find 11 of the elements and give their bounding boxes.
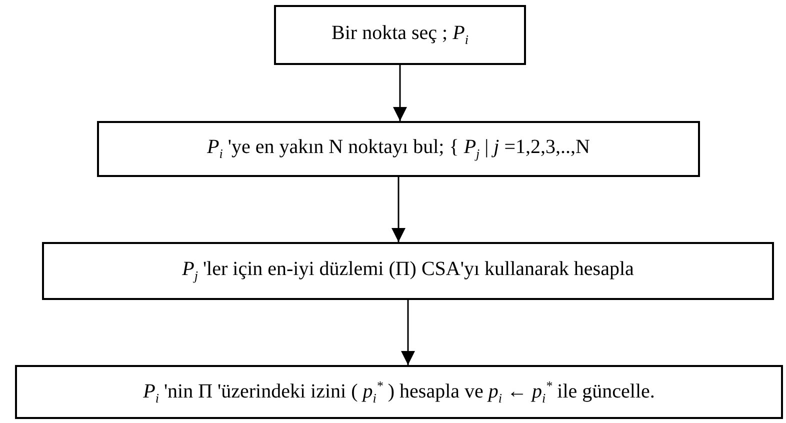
arrow	[392, 177, 406, 242]
process-box	[97, 121, 700, 177]
step-text: Bir nokta seç ; P$_{i}$	[332, 22, 468, 48]
arrow	[401, 300, 415, 365]
process-box	[274, 5, 526, 65]
arrow	[393, 65, 407, 121]
process-box	[42, 242, 774, 300]
step-text: P$_{j}$ 'ler için en-iyi düzlemi (Π) CSA'yı kullanarak hesapla	[182, 258, 634, 284]
step-text: P$_{i}$ 'ye en yakın N noktayı bul; { P$_{j}$ | j =1,2,3,..,N	[207, 136, 590, 162]
step-text: P$_{i}$ 'nin Π 'üzerindeki izini ( p$_{i}$$^{*}$ ) hesapla ve p$_{i}$ ← p$_{i}$$^{*}$ ile güncelle.	[143, 378, 655, 406]
process-box	[15, 365, 783, 419]
